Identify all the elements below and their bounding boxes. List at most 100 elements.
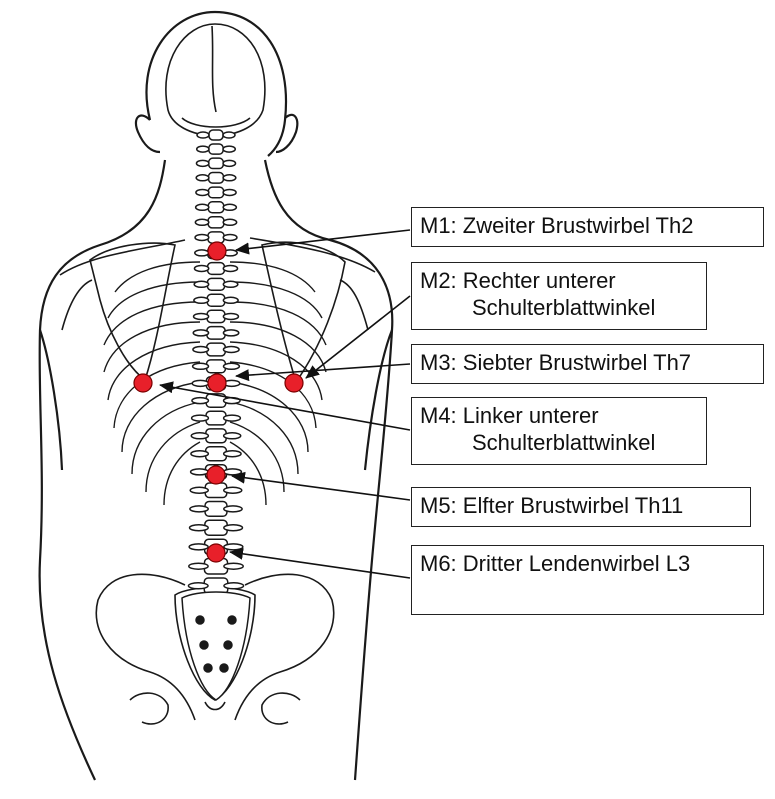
label-m6: M6: Dritter Lendenwirbel L3 [411, 545, 764, 615]
vertebra [207, 171, 225, 184]
vertebra-process-right [222, 432, 242, 440]
vertebra-process-right [222, 203, 238, 212]
vertebra-process-left [195, 188, 210, 197]
pointer-line-m6 [229, 547, 411, 579]
marker-dot-m2 [284, 373, 304, 393]
body-outline [38, 10, 394, 781]
sacral-foramen [199, 640, 209, 650]
label-m1-line1: M1: Zweiter Brustwirbel Th2 [420, 213, 694, 238]
vertebra-process-right [222, 414, 242, 422]
label-m2: M2: Rechter unterer Schulterblattwinkel [411, 262, 707, 330]
marker-dots [133, 241, 304, 563]
vertebra-process-left [189, 486, 209, 495]
vertebra [206, 325, 226, 340]
vertebra [205, 359, 227, 374]
vertebra-process-right [222, 145, 237, 153]
vertebra-process-left [192, 329, 210, 337]
vertebra [208, 129, 224, 141]
vertebra-process-right [222, 345, 240, 354]
marker-dot-m4 [133, 373, 153, 393]
vertebra-process-right [223, 524, 244, 532]
vertebra-process-left [191, 379, 210, 388]
vertebra-process-right [222, 449, 242, 458]
vertebra-process-left [189, 468, 210, 476]
vertebra-process-left [188, 543, 209, 551]
sacrum [181, 591, 251, 701]
vertebra-process-left [192, 345, 210, 354]
vertebra-process-right [222, 218, 238, 227]
vertebra-process-left [193, 296, 210, 305]
vertebra [207, 186, 225, 199]
vertebra-process-left [190, 432, 210, 440]
vertebra [205, 342, 227, 357]
pointer-line-m4 [159, 381, 411, 431]
vertebra-process-left [195, 159, 210, 168]
vertebra-process-right [222, 468, 243, 476]
vertebra-process-right [222, 131, 236, 139]
sacral-foramen [223, 640, 233, 650]
sacral-foramen [227, 615, 237, 625]
vertebra-process-right [223, 505, 243, 513]
vertebra-process-left [192, 312, 210, 321]
vertebra-process-right [222, 233, 238, 242]
sacral-foramen [203, 663, 213, 673]
label-m2-line2: Schulterblattwinkel [472, 295, 656, 320]
vertebra-process-left [188, 562, 209, 570]
spine [181, 129, 251, 701]
label-m1: M1: Zweiter Brustwirbel Th2 [411, 207, 764, 247]
label-m2-line1: M2: Rechter unterer [420, 268, 616, 293]
vertebra-process-right [223, 562, 244, 570]
label-m3: M3: Siebter Brustwirbel Th7 [411, 344, 764, 384]
vertebra-process-right [222, 188, 237, 197]
label-m5-line1: M5: Elfter Brustwirbel Th11 [420, 493, 684, 518]
vertebra-process-right [222, 362, 241, 371]
marker-dot-m1 [207, 241, 227, 261]
vertebra [206, 293, 226, 308]
vertebra [207, 215, 225, 229]
vertebra-process-left [190, 414, 210, 422]
label-m4-line2: Schulterblattwinkel [472, 430, 656, 455]
vertebra [206, 309, 226, 324]
pointer-line-m5 [231, 471, 411, 501]
vertebra-process-left [194, 233, 210, 242]
label-m5: M5: Elfter Brustwirbel Th11 [411, 487, 751, 527]
vertebra-process-right [222, 174, 237, 182]
vertebra-process-right [222, 312, 240, 321]
label-m4-line1: M4: Linker unterer [420, 403, 599, 428]
vertebra [207, 157, 225, 170]
pointer-line-m2 [305, 295, 411, 379]
vertebra-process-right [222, 296, 239, 305]
scapulae [59, 237, 376, 384]
vertebra-process-left [195, 145, 210, 153]
label-m3-line1: M3: Siebter Brustwirbel Th7 [420, 350, 692, 375]
sacral-foramen [219, 663, 229, 673]
vertebra-process-left [194, 218, 210, 227]
vertebra-process-left [188, 524, 209, 532]
vertebra-process-right [222, 280, 239, 289]
pointer-line-m3 [235, 363, 411, 382]
vertebra-process-left [190, 449, 210, 458]
vertebra-process-right [223, 486, 243, 495]
sacral-foramen [195, 615, 205, 625]
pointer-lines [159, 229, 411, 579]
marker-dot-m6 [206, 543, 226, 563]
vertebra-process-left [191, 362, 210, 371]
rib-cage [103, 261, 327, 506]
vertebra-process-left [189, 505, 209, 513]
vertebra-process-left [195, 174, 210, 182]
vertebra-process-left [194, 203, 210, 212]
vertebra-process-left [193, 280, 210, 289]
vertebra [207, 231, 225, 244]
vertebra-process-left [187, 582, 209, 590]
vertebra [207, 201, 225, 214]
vertebra [206, 261, 226, 276]
vertebra [206, 277, 226, 291]
label-m6-line1: M6: Dritter Lendenwirbel L3 [420, 551, 691, 576]
pointer-line-m1 [235, 229, 411, 255]
vertebra-process-left [196, 131, 210, 139]
label-m4: M4: Linker unterer Schulterblattwinkel [411, 397, 707, 465]
vertebra-process-right [223, 582, 245, 590]
vertebra-process-right [222, 159, 237, 168]
